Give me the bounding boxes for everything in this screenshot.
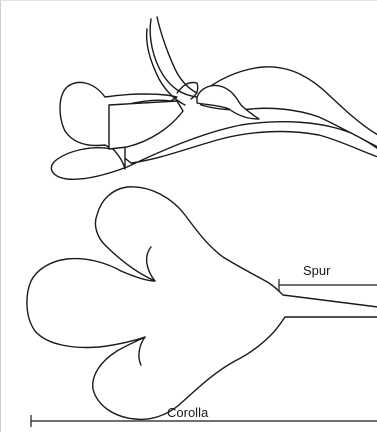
front-view-flower: [27, 187, 377, 420]
side-view-upright-sepal-inner: [157, 17, 197, 93]
corolla-label: Corolla: [167, 405, 209, 420]
spur-scale-bar: Spur: [279, 263, 377, 291]
spur-label: Spur: [303, 263, 331, 278]
side-view-upright-sepal: [150, 19, 197, 97]
corolla-scale-bar: Corolla: [31, 405, 377, 427]
front-view-corolla: [27, 187, 377, 420]
side-view-column: [109, 101, 183, 149]
side-view-flower: [51, 17, 377, 179]
